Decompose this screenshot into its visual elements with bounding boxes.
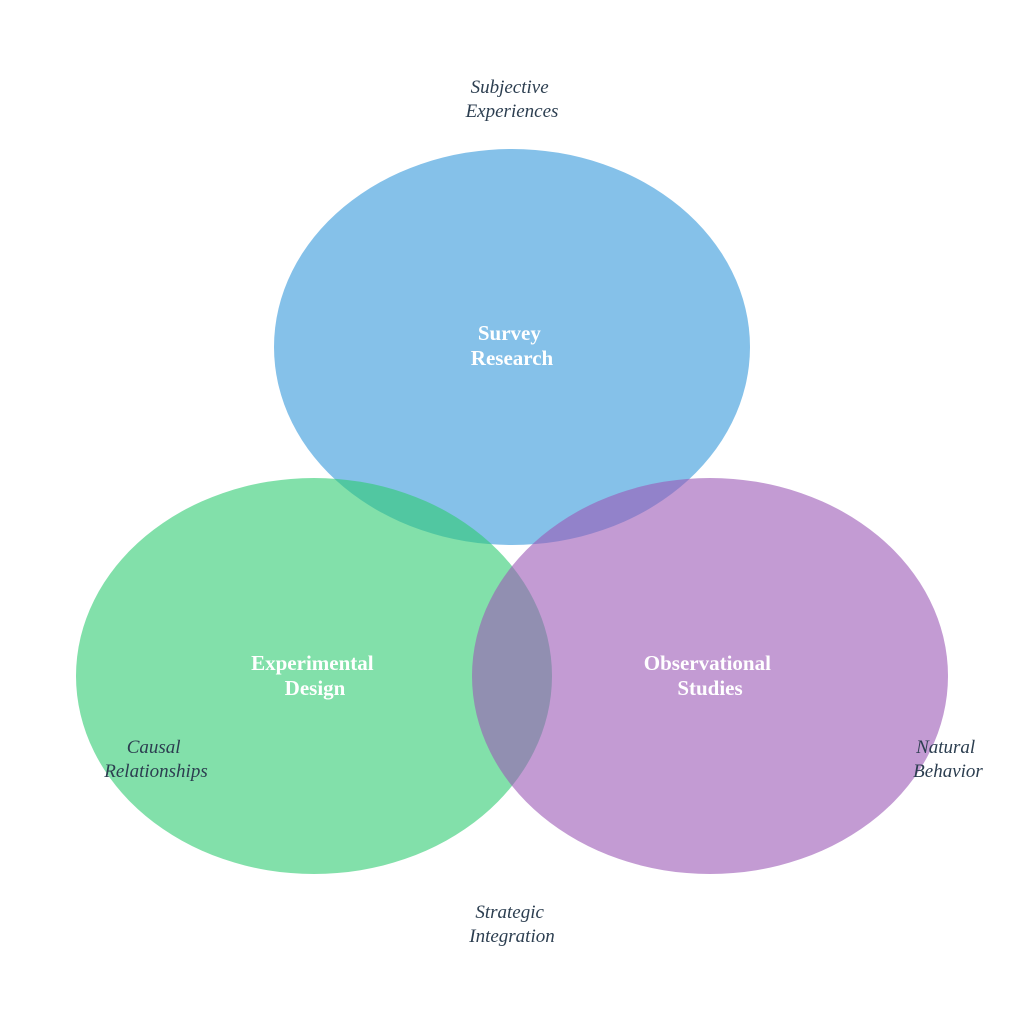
causal-relationships-annotation: Causal Relationships bbox=[103, 737, 207, 782]
subjective-experiences-annotation: Subjective Experiences bbox=[465, 77, 559, 122]
experimental-design-circle bbox=[76, 478, 552, 874]
strategic-integration-annotation: Strategic Integration bbox=[468, 902, 555, 947]
survey-research-circle bbox=[274, 149, 750, 545]
survey-research-label: Survey Research bbox=[471, 321, 554, 370]
natural-behavior-annotation: Natural Behavior bbox=[913, 737, 983, 782]
experimental-design-label: Experimental Design bbox=[251, 651, 379, 700]
observational-studies-circle bbox=[472, 478, 948, 874]
observational-studies-label: Observational Studies bbox=[644, 651, 776, 700]
